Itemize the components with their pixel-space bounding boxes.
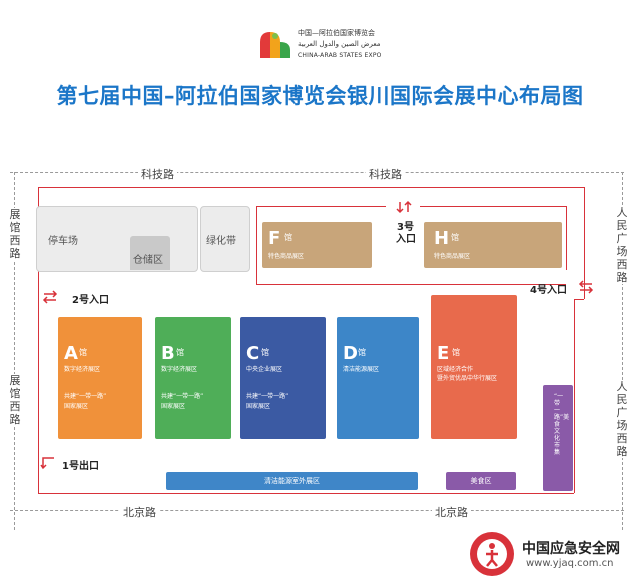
culture-market-label: “一带一路”美食文化市集 xyxy=(554,393,570,456)
hall-f-guan: 馆 xyxy=(284,233,292,242)
hall-c-text1: 中央企业展区 xyxy=(246,366,283,373)
entrance-3-label-line2: 入口 xyxy=(396,234,416,245)
right-road-line xyxy=(622,172,623,530)
hall-e-text2: 暨外贸优品中华行展区 xyxy=(437,375,498,382)
venue-outline-top xyxy=(38,187,584,188)
hall-d-guan: 馆 xyxy=(358,348,366,357)
food-zone-label: 美食区 xyxy=(470,477,492,485)
logo-text-ar: معرض الصين والدول العربية xyxy=(298,40,381,48)
greenbelt-zone xyxy=(200,206,250,272)
hall-h-guan: 馆 xyxy=(451,233,459,242)
hall-a[interactable]: A 馆 数字经济展区 共建“一带一路” 国家展区 xyxy=(58,317,142,439)
hall-e-text1: 区域经济合作 xyxy=(437,366,474,373)
watermark-url: www.yjaq.com.cn xyxy=(526,558,614,569)
road-label-top-left: 科技路 xyxy=(138,166,177,182)
greenbelt-label: 绿化带 xyxy=(206,236,236,247)
inner-outline-top-right xyxy=(420,206,566,207)
outdoor-energy-zone[interactable]: 清洁能源室外展区 xyxy=(166,472,418,490)
road-label-right-top: 人民广场西路 xyxy=(615,206,629,284)
hall-b-text1: 数字经济展区 xyxy=(161,366,198,373)
hall-d-text1: 清洁能源展区 xyxy=(343,366,380,373)
hall-a-text3: 国家展区 xyxy=(64,403,89,410)
venue-outline-bottom xyxy=(38,493,574,494)
safety-network-logo-icon xyxy=(470,532,514,576)
hall-c-text2: 共建“一带一路” xyxy=(246,393,289,400)
hall-b-letter: B xyxy=(161,343,175,364)
inner-outline-right xyxy=(566,206,567,270)
hall-e-guan: 馆 xyxy=(452,348,460,357)
hall-c-guan: 馆 xyxy=(261,348,269,357)
storage-zone xyxy=(130,236,170,270)
venue-outline-right-lower xyxy=(574,299,575,493)
hall-b-text3: 国家展区 xyxy=(161,403,186,410)
food-zone[interactable]: 美食区 xyxy=(446,472,516,490)
hall-e[interactable]: E 馆 区域经济合作 暨外贸优品中华行展区 xyxy=(431,295,517,439)
hall-b[interactable]: B 馆 数字经济展区 共建“一带一路” 国家展区 xyxy=(155,317,231,439)
venue-outline-right-upper xyxy=(584,187,585,299)
hall-a-guan: 馆 xyxy=(79,348,87,357)
venue-outline-right-step xyxy=(574,299,584,300)
entrance-2-label: 2号入口 xyxy=(72,295,109,306)
hall-b-guan: 馆 xyxy=(176,348,184,357)
hall-f[interactable]: F 馆 特色商品展区 xyxy=(262,222,372,268)
hall-d[interactable]: D 馆 清洁能源展区 xyxy=(337,317,419,439)
hall-h-text: 特色商品展区 xyxy=(434,253,471,260)
road-label-top-right: 科技路 xyxy=(366,166,405,182)
watermark-logo: 中国应急安全网 www.yjaq.com.cn xyxy=(468,528,638,583)
hall-f-text: 特色商品展区 xyxy=(268,253,305,260)
hall-e-letter: E xyxy=(437,343,450,364)
logo-text-cn: 中国—阿拉伯国家博览会 xyxy=(298,29,375,37)
hall-c-letter: C xyxy=(246,343,260,364)
parking-label: 停车场 xyxy=(48,236,78,247)
hall-f-letter: F xyxy=(268,228,281,249)
exit-1-arrow-icon xyxy=(40,457,54,470)
logo-text-en: CHINA-ARAB STATES EXPO xyxy=(298,52,382,59)
expo-logo-icon xyxy=(260,32,290,58)
left-road-line xyxy=(14,172,15,530)
entrance-4-label: 4号入口 xyxy=(530,285,567,296)
venue-outline-left xyxy=(38,187,39,493)
entrance-3-label-line1: 3号 xyxy=(397,222,414,233)
parking-zone xyxy=(36,206,198,272)
entrance-4-arrow-icon xyxy=(578,280,594,294)
road-label-right-mid: 人民广场西路 xyxy=(615,380,629,458)
watermark-name: 中国应急安全网 xyxy=(522,541,620,557)
top-road-line xyxy=(10,172,624,173)
expo-logo: 中国—阿拉伯国家博览会 معرض الصين والدول العربية CH… xyxy=(258,26,398,66)
hall-c-text3: 国家展区 xyxy=(246,403,271,410)
hall-a-letter: A xyxy=(64,343,78,364)
inner-outline-bottom xyxy=(256,284,566,285)
inner-outline-left xyxy=(256,206,257,284)
road-label-bottom-left: 北京路 xyxy=(120,504,159,520)
hall-b-text2: 共建“一带一路” xyxy=(161,393,204,400)
road-label-left-mid: 展馆西路 xyxy=(8,374,22,426)
bottom-road-line xyxy=(10,510,624,511)
outdoor-energy-label: 清洁能源室外展区 xyxy=(264,477,320,485)
hall-d-letter: D xyxy=(343,343,358,364)
entrance-2-arrow-icon xyxy=(42,290,58,304)
hall-a-text2: 共建“一带一路” xyxy=(64,393,107,400)
hall-h-letter: H xyxy=(434,228,450,249)
road-label-bottom-right: 北京路 xyxy=(432,504,471,520)
page-title: 第七届中国–阿拉伯国家博览会银川国际会展中心布局图 xyxy=(56,84,584,108)
hall-a-text1: 数字经济展区 xyxy=(64,366,101,373)
hall-c[interactable]: C 馆 中央企业展区 共建“一带一路” 国家展区 xyxy=(240,317,326,439)
exit-1-label: 1号出口 xyxy=(62,461,99,472)
storage-label: 仓储区 xyxy=(133,255,163,266)
entrance-3-arrow-icon xyxy=(396,200,412,214)
hall-h[interactable]: H 馆 特色商品展区 xyxy=(424,222,562,268)
culture-market-zone[interactable]: “一带一路”美食文化市集 xyxy=(543,385,573,491)
road-label-left-top: 展馆西路 xyxy=(8,208,22,260)
inner-outline-top-left xyxy=(256,206,386,207)
